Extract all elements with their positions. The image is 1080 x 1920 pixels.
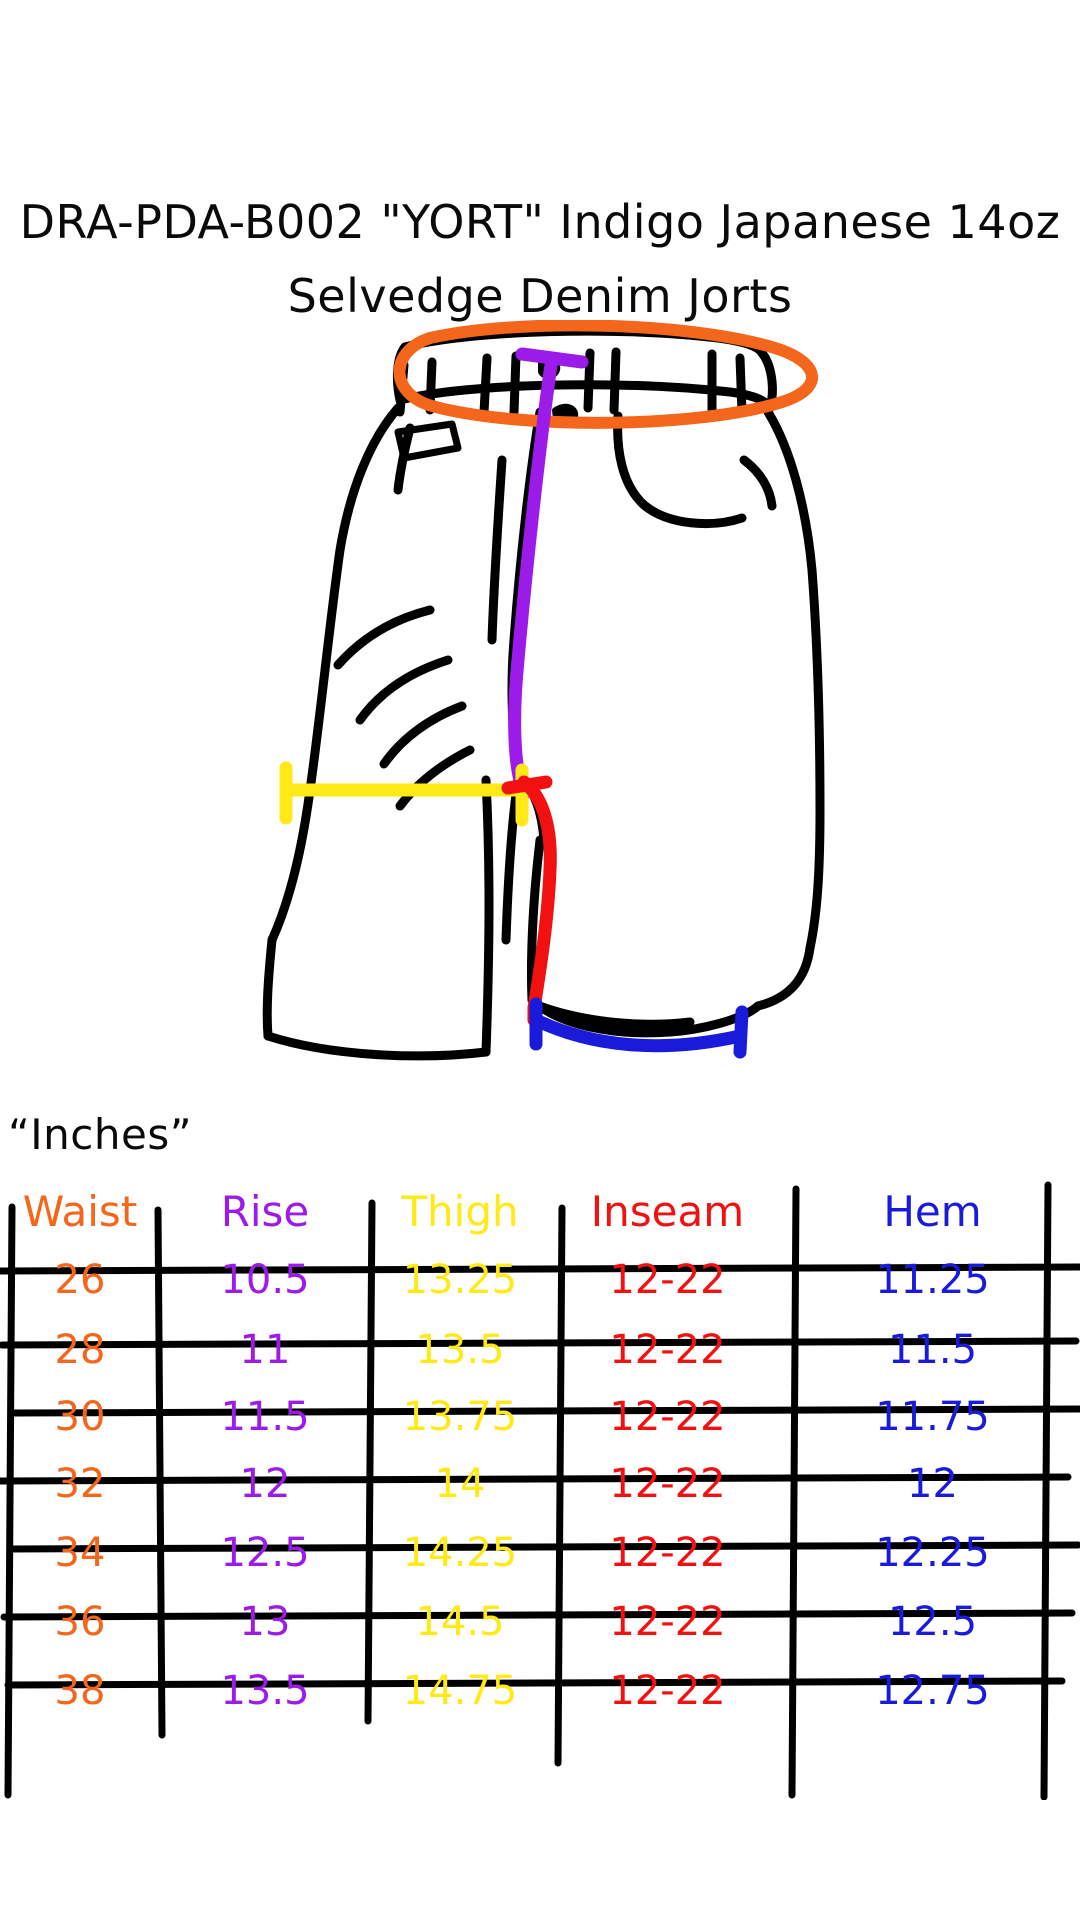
jorts-illustration [0,320,1080,1080]
cell-hem: 12.75 [875,1668,990,1714]
table-header-row: Waist Rise Thigh Inseam Hem [0,1175,1080,1247]
cell-rise: 11 [239,1327,291,1373]
cell-rise: 10.5 [220,1257,310,1303]
waist-measurement-loop [393,320,818,429]
cell-inseam: 12-22 [609,1257,726,1303]
units-label: “Inches” [8,1110,192,1159]
table-row: 30 11.5 13.75 12-22 11.75 [0,1383,1080,1451]
cell-thigh: 14.5 [415,1599,505,1645]
table-header: Waist Rise Thigh Inseam Hem [0,1175,1080,1247]
cell-hem: 12 [907,1461,958,1507]
cell-inseam: 12-22 [609,1394,726,1440]
cell-inseam: 12-22 [609,1327,726,1373]
cell-rise: 13 [239,1599,291,1645]
column-header-hem: Hem [883,1186,982,1236]
table-row: 38 13.5 14.75 12-22 12.75 [0,1655,1080,1723]
cell-rise: 13.5 [220,1668,310,1714]
cell-inseam: 12-22 [609,1668,726,1714]
cell-waist: 30 [54,1394,106,1440]
page-title: DRA-PDA-B002 "YORT" Indigo Japanese 14oz… [0,185,1080,333]
cell-inseam: 12-22 [609,1461,726,1507]
cell-hem: 11.75 [875,1394,990,1440]
jorts-sketch-svg [262,320,825,1061]
cell-thigh: 14.75 [402,1668,518,1714]
cell-thigh: 13.25 [402,1257,518,1303]
page-title-line-1: DRA-PDA-B002 "YORT" Indigo Japanese 14oz [19,195,1061,249]
cell-hem: 12.25 [875,1530,990,1576]
cell-rise: 12 [239,1461,291,1507]
cell-hem: 12.5 [887,1599,978,1645]
cell-thigh: 13.5 [415,1327,505,1373]
table-row: 26 10.5 13.25 12-22 11.25 [0,1247,1080,1315]
column-header-thigh: Thigh [401,1186,519,1236]
cell-waist: 32 [54,1461,106,1507]
size-chart-table-wrap: Waist Rise Thigh Inseam Hem 26 10.5 13.2… [0,1175,1080,1800]
column-header-inseam: Inseam [590,1186,745,1236]
cell-waist: 26 [54,1257,106,1303]
column-header-rise: Rise [220,1186,310,1236]
rise-measurement-line [508,347,589,801]
cell-thigh: 14.25 [402,1530,518,1576]
cell-hem: 11.5 [887,1327,978,1373]
size-chart-table: Waist Rise Thigh Inseam Hem 26 10.5 13.2… [0,1175,1080,1723]
table-row: 32 12 14 12-22 12 [0,1451,1080,1519]
cell-hem: 11.25 [875,1257,990,1303]
table-row: 34 12.5 14.25 12-22 12.25 [0,1519,1080,1587]
cell-waist: 36 [54,1599,106,1645]
cell-waist: 34 [54,1530,106,1576]
cell-inseam: 12-22 [609,1530,726,1576]
page-title-line-2: Selvedge Denim Jorts [287,269,793,323]
cell-waist: 28 [54,1327,106,1373]
cell-inseam: 12-22 [609,1599,726,1645]
table-row: 28 11 13.5 12-22 11.5 [0,1315,1080,1383]
hem-measurement-line [529,997,749,1059]
cell-rise: 11.5 [220,1394,310,1440]
table-row: 36 13 14.5 12-22 12.5 [0,1587,1080,1655]
cell-thigh: 14 [434,1461,486,1507]
column-header-waist: Waist [22,1186,138,1236]
cell-rise: 12.5 [220,1530,310,1576]
cell-thigh: 13.75 [402,1394,518,1440]
table-body: 26 10.5 13.25 12-22 11.25 28 11 13.5 12-… [0,1247,1080,1723]
cell-waist: 38 [54,1668,106,1714]
